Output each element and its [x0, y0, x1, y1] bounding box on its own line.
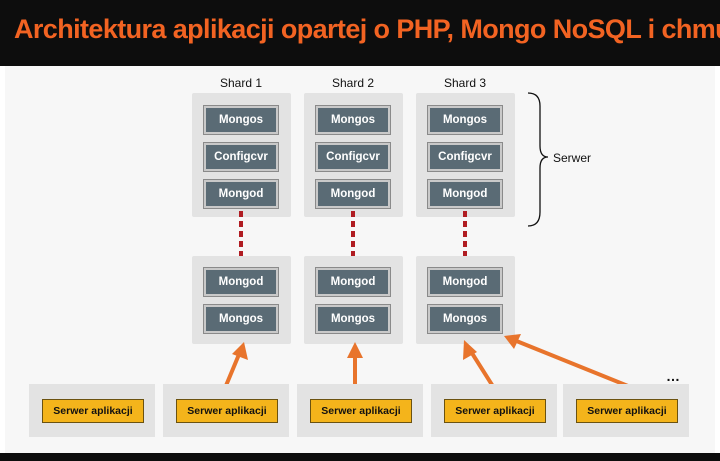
shard-2-mongod: Mongod: [316, 180, 390, 208]
shard-3-lower-mongos: Mongos: [428, 305, 502, 333]
bottom-bar: [0, 453, 720, 461]
shard-1-configcvr: Configcvr: [204, 143, 278, 171]
arrowhead-1: [232, 342, 248, 360]
shard-2-label: Shard 2: [331, 76, 375, 90]
arrowhead-4: [504, 334, 521, 349]
shard-1-link: [239, 211, 243, 267]
app-server-panel-4: Serwer aplikacji: [431, 384, 557, 437]
arrowhead-2: [347, 342, 363, 358]
shard-1-lower-mongos: Mongos: [204, 305, 278, 333]
shard-2-lower-mongos: Mongos: [316, 305, 390, 333]
arrowhead-3: [463, 340, 477, 360]
app-server-3: Serwer aplikacji: [310, 399, 412, 423]
shard-3-lower-mongod: Mongod: [428, 268, 502, 296]
app-server-1: Serwer aplikacji: [42, 399, 144, 423]
arrow-app4: [512, 338, 635, 390]
app-server-4: Serwer aplikacji: [444, 399, 546, 423]
arrow-app3: [468, 348, 496, 390]
app-server-5: Serwer aplikacji: [576, 399, 678, 423]
shard-1-label: Shard 1: [219, 76, 263, 90]
shard-1-lower-mongod: Mongod: [204, 268, 278, 296]
shard-2-configcvr: Configcvr: [316, 143, 390, 171]
title-bar: Architektura aplikacji opartej o PHP, Mo…: [0, 0, 720, 66]
app-server-panel-3: Serwer aplikacji: [297, 384, 423, 437]
more-ellipsis: …: [666, 368, 681, 384]
app-server-panel-1: Serwer aplikacji: [29, 384, 155, 437]
shard-2-lower-mongod: Mongod: [316, 268, 390, 296]
shard-2-mongos: Mongos: [316, 106, 390, 134]
shard-3-label: Shard 3: [443, 76, 487, 90]
server-brace-label: Serwer: [553, 151, 592, 165]
arrow-app1: [223, 350, 242, 390]
app-server-panel-5: Serwer aplikacji: [563, 384, 689, 437]
page-title: Architektura aplikacji opartej o PHP, Mo…: [14, 14, 720, 44]
shard-3-mongos: Mongos: [428, 106, 502, 134]
shard-3-mongod: Mongod: [428, 180, 502, 208]
server-brace: [527, 92, 549, 227]
shard-1-mongod: Mongod: [204, 180, 278, 208]
shard-2-link: [351, 211, 355, 267]
shard-1-mongos: Mongos: [204, 106, 278, 134]
app-server-panel-2: Serwer aplikacji: [163, 384, 289, 437]
app-server-2: Serwer aplikacji: [176, 399, 278, 423]
shard-3-link: [463, 211, 467, 267]
shard-3-configcvr: Configcvr: [428, 143, 502, 171]
